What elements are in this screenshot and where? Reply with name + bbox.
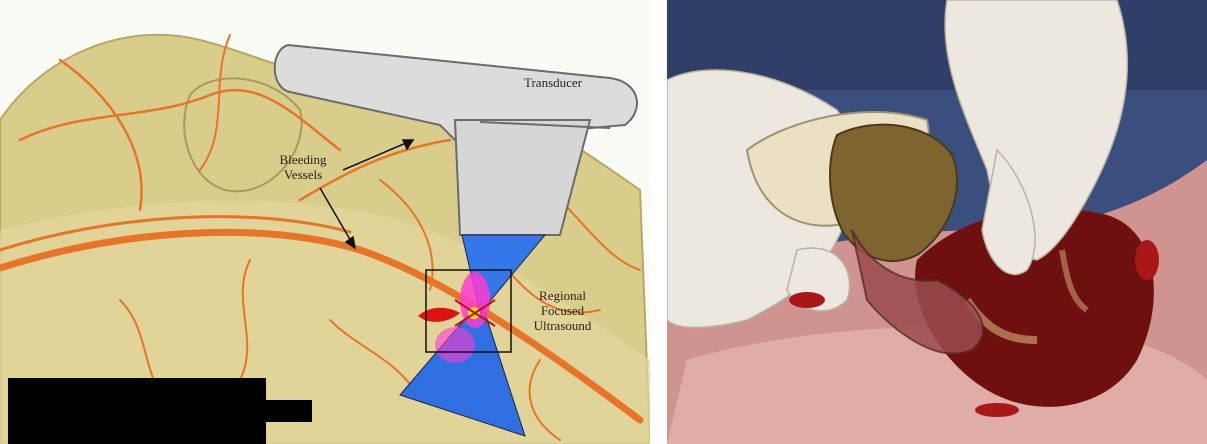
transducer-label: Transducer (498, 75, 608, 90)
redaction-block-tab (266, 400, 312, 422)
photo-canvas (667, 0, 1207, 444)
redaction-block (8, 378, 266, 444)
hifu-label: Regional Focused Ultrasound (515, 288, 610, 333)
ultrasound-diagram: Transducer Bleeding Vessels Regional Foc… (0, 0, 650, 444)
vessels-label: Bleeding Vessels (268, 152, 338, 182)
surgical-photo (667, 0, 1207, 444)
